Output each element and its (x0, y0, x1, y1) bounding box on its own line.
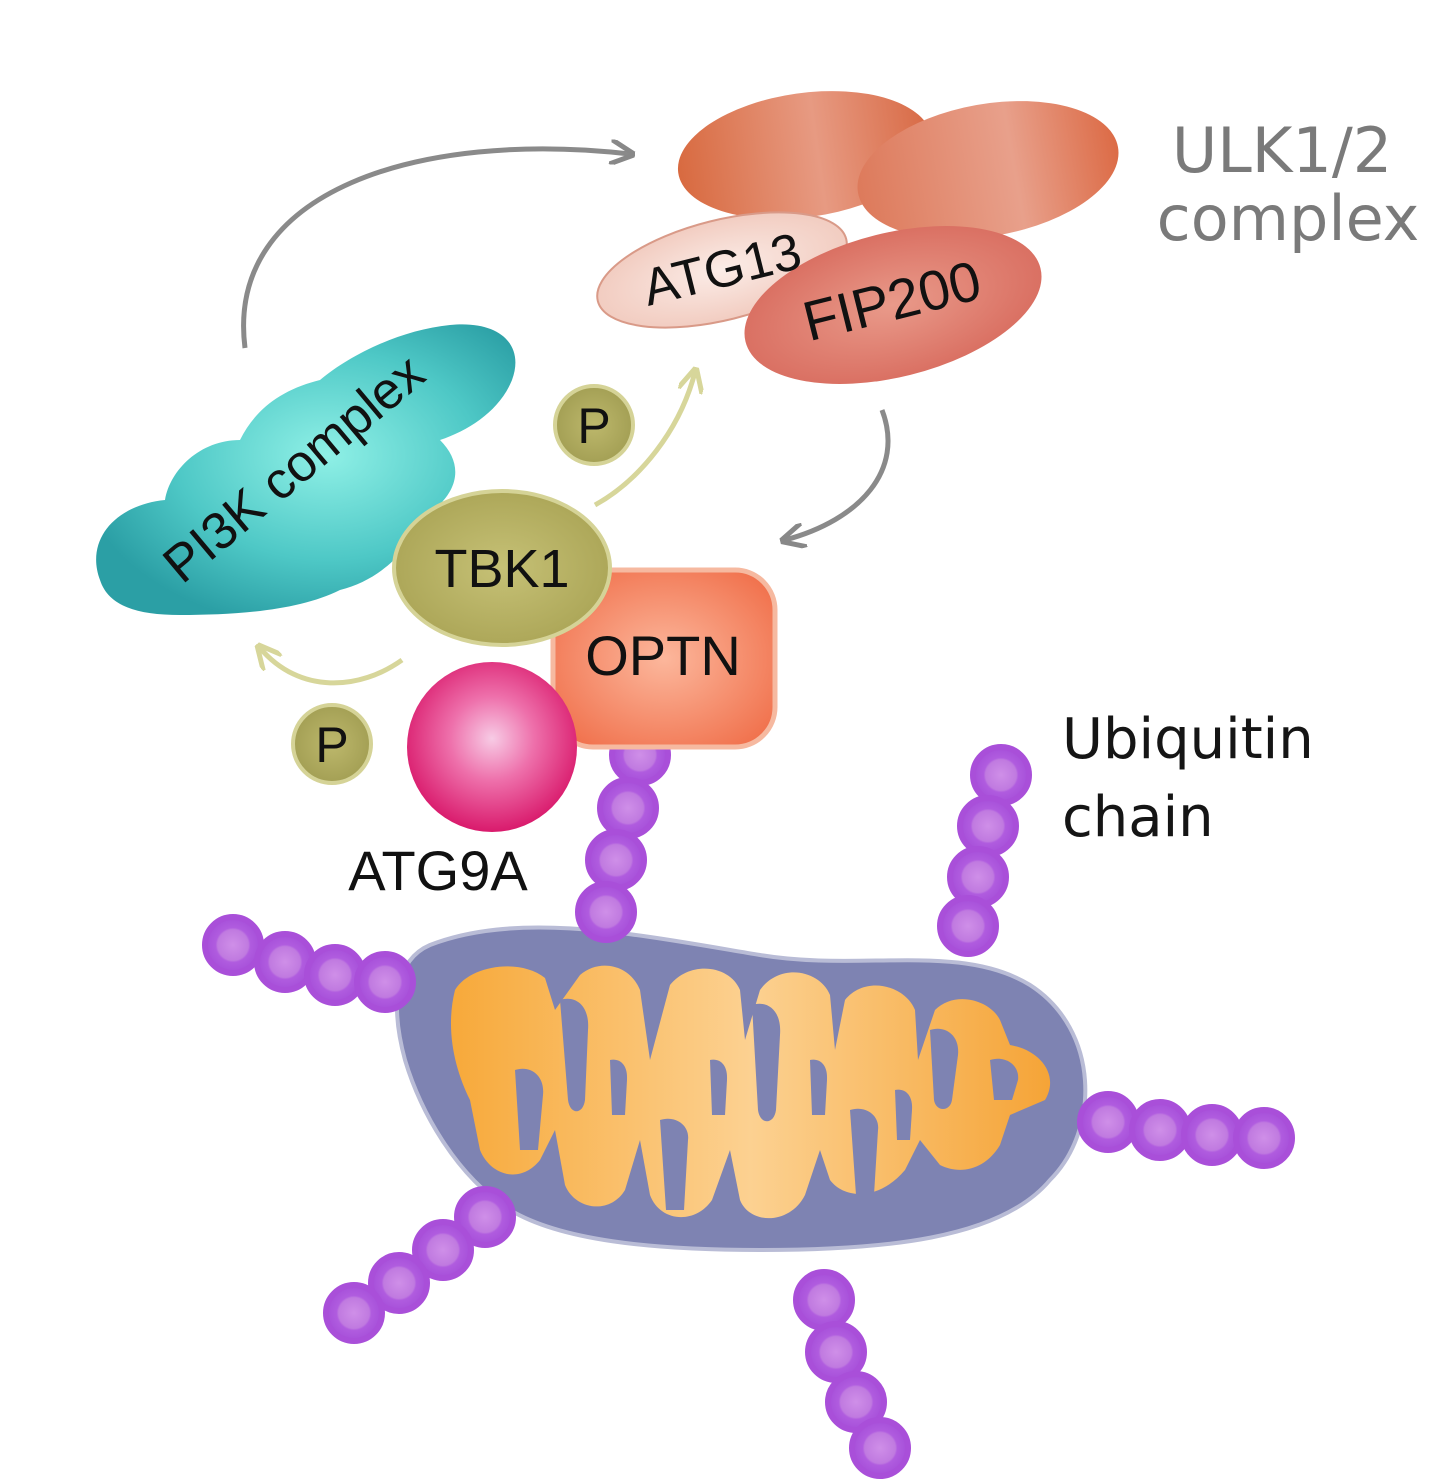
ubiquitin-chain-bottom-left (323, 1186, 516, 1344)
phosphate-bottom-label: P (315, 717, 348, 773)
arrow-fip200-to-optn (785, 409, 891, 540)
ubiquitin-chain-top-right (937, 744, 1032, 957)
ulk-complex: ATG13 FIP200 (596, 91, 1119, 384)
ubiquitin-bead-icon (412, 1219, 474, 1281)
phosphate-top-label: P (577, 398, 610, 454)
ubiquitin-bead-icon (304, 944, 366, 1006)
atg9a-label: ATG9A (348, 839, 528, 902)
optn-label: OPTN (585, 624, 741, 687)
ulk-complex-label-line2: complex (1157, 182, 1420, 255)
ubiquitin-chain-left (202, 914, 416, 1013)
ubiquitin-chain-optn (575, 724, 671, 943)
ulk-subunit-right (857, 101, 1119, 239)
ubiquitin-bead-icon (597, 777, 659, 839)
optn-box (550, 567, 778, 750)
ubiquitin-bead-icon (585, 829, 647, 891)
ubiquitin-bead-icon (957, 795, 1019, 857)
ubiquitin-bead-icon (354, 951, 416, 1013)
atg9a-sphere (407, 662, 577, 832)
ubiquitin-bead-icon (793, 1269, 855, 1331)
ubiquitin-bead-icon (323, 1282, 385, 1344)
ubiquitin-bead-icon (254, 931, 316, 993)
ubiquitin-bead-icon (1129, 1099, 1191, 1161)
pi3k-complex-shape (96, 324, 516, 615)
ubiquitin-bead-icon (368, 1252, 430, 1314)
mitochondrion-folds (515, 998, 1019, 1210)
ubiquitin-chain-bottom (793, 1269, 911, 1479)
mitochondrion-icon (395, 925, 1088, 1253)
ubiquitin-label-line2: chain (1062, 785, 1214, 850)
optn-protein: OPTN (550, 567, 778, 750)
ubiquitin-bead-icon (1233, 1107, 1295, 1169)
ubiquitin-bead-icon (575, 881, 637, 943)
arrow-tbk1-to-ulk (593, 372, 695, 508)
tbk1-shape (392, 489, 612, 647)
ubiquitin-chain-right (1077, 1091, 1295, 1169)
ubiquitin-bead-icon (970, 744, 1032, 806)
arrow-tbk1-to-pi3k (260, 648, 404, 686)
ubiquitin-bead-icon (1181, 1104, 1243, 1166)
ubiquitin-bead-icon (1077, 1091, 1139, 1153)
fip200-protein (744, 226, 1042, 384)
ubiquitin-bead-icon (454, 1186, 516, 1248)
phosphate-icon (553, 384, 635, 466)
tbk1-protein: TBK1 (392, 489, 612, 647)
ulk-complex-label-line1: ULK1/2 (1172, 114, 1392, 187)
ubiquitin-label-line1: Ubiquitin (1062, 707, 1314, 772)
phosphate-icon (291, 703, 373, 785)
atg9a-vesicle: ATG9A (348, 662, 577, 902)
ubiquitin-bead-icon (202, 914, 264, 976)
ubiquitin-chains (202, 724, 1295, 1479)
phosphate-top: P (553, 384, 635, 466)
tbk1-label: TBK1 (434, 539, 569, 599)
ubiquitin-bead-icon (937, 895, 999, 957)
mitochondrion-cristae (450, 965, 1051, 1219)
phosphate-bottom: P (291, 703, 373, 785)
ubiquitin-bead-icon (849, 1417, 911, 1479)
arrow-pi3k-to-ulk (241, 149, 630, 349)
